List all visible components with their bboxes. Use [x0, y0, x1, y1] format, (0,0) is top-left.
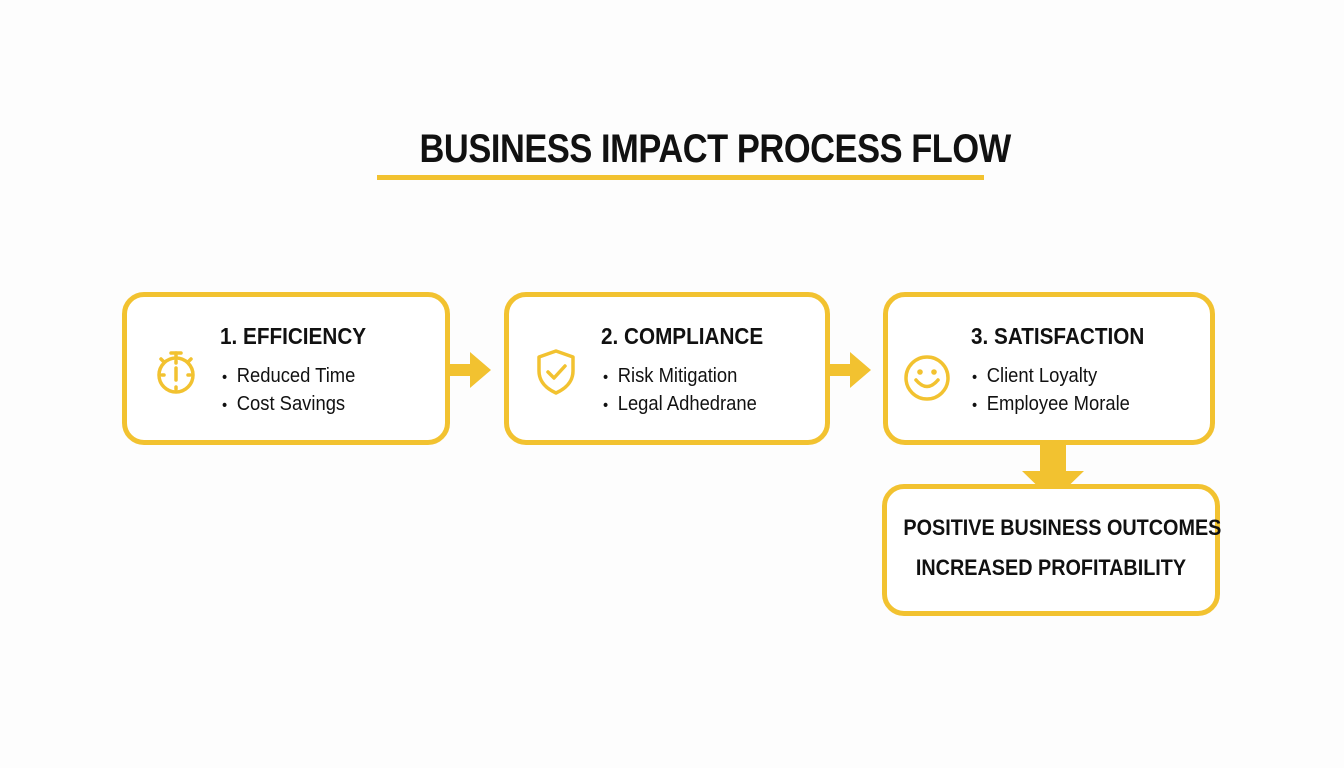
stage-compliance-box: 2. COMPLIANCE Risk Mitigation Legal Adhe…: [504, 292, 830, 445]
diagram-title: BUSINESS IMPACT PROCESS FLOW: [419, 127, 1011, 171]
bullet-item: Reduced Time: [222, 363, 356, 391]
stage-satisfaction-box: 3. SATISFACTION Client Loyalty Employee …: [883, 292, 1215, 445]
outcome-line-1: POSITIVE BUSINESS OUTCOMES: [903, 515, 1222, 540]
outcome-box: POSITIVE BUSINESS OUTCOMES INCREASED PRO…: [882, 484, 1222, 616]
stage-title: 1. EFFICIENCY: [220, 323, 367, 349]
stage-bullets: Client Loyalty Employee Morale: [972, 363, 1144, 419]
stage-efficiency-box: 1. EFFICIENCY Reduced Time Cost Savings: [122, 292, 450, 445]
bullet-item: Risk Mitigation: [603, 363, 757, 391]
bullet-item: Cost Savings: [222, 391, 355, 419]
right-arrow-icon: [450, 352, 491, 388]
bullet-item: Employee Morale: [972, 391, 1130, 419]
outcome-line-2: INCREASED PROFITABILITY: [915, 555, 1187, 580]
bullet-item: Client Loyalty: [972, 363, 1130, 391]
title-underline: [377, 175, 984, 180]
stopwatch-icon: [157, 351, 195, 394]
stage-bullets: Risk Mitigation Legal Adhedrane: [603, 363, 770, 419]
down-arrow-icon: [1022, 445, 1084, 501]
stage-title: 3. SATISFACTION: [971, 323, 1145, 349]
shield-check-icon: [537, 349, 575, 395]
smiley-face-icon: [904, 355, 950, 401]
right-arrow-icon: [830, 352, 871, 388]
stage-bullets: Reduced Time Cost Savings: [222, 363, 367, 419]
bullet-item: Legal Adhedrane: [603, 391, 757, 419]
stage-title: 2. COMPLIANCE: [601, 323, 764, 349]
